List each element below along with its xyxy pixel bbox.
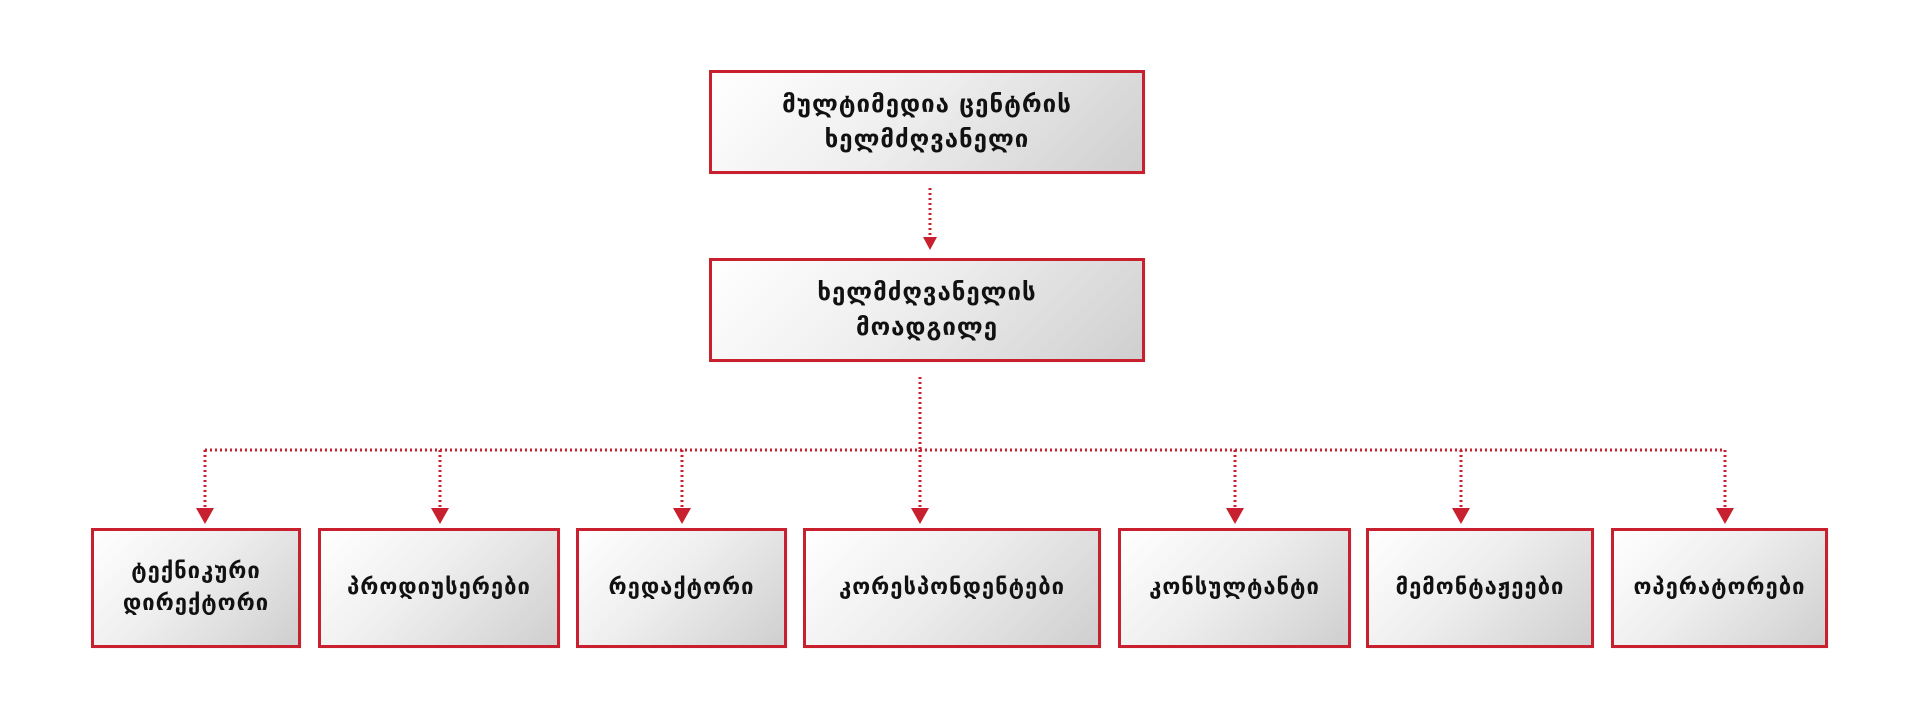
operators-box: ოპერატორები — [1611, 528, 1828, 648]
technical-director-label-line1: ტექნიკური — [131, 559, 261, 585]
consultant-label: კონსულტანტი — [1149, 575, 1320, 601]
technical-director-label-line2: დირექტორი — [122, 591, 270, 616]
editors-montage-box: მემონტაჟეები — [1366, 528, 1594, 648]
editor-label: რედაქტორი — [608, 575, 755, 601]
root-node-label-line1: მულტიმედია ცენტრის — [782, 90, 1072, 119]
deputy-node-box: ხელმძღვანელის მოადგილე — [709, 258, 1145, 362]
technical-director-box: ტექნიკური დირექტორი — [91, 528, 301, 648]
arrowhead-consultant — [1226, 508, 1244, 524]
arrowhead-producers — [431, 508, 449, 524]
correspondents-label: კორესპონდენტები — [838, 575, 1066, 601]
arrowhead-operators — [1716, 508, 1734, 524]
consultant-box: კონსულტანტი — [1118, 528, 1351, 648]
deputy-node-label-line1: ხელმძღვანელის — [817, 278, 1037, 307]
arrowhead-editors-montage — [1452, 508, 1470, 524]
producers-box: პროდიუსერები — [318, 528, 560, 648]
arrowhead-correspondents — [911, 508, 929, 524]
root-node-box: მულტიმედია ცენტრის ხელმძღვანელი — [709, 70, 1145, 174]
deputy-node-label-line2: მოადგილე — [855, 313, 999, 341]
producers-label: პროდიუსერები — [347, 575, 531, 601]
operators-label: ოპერატორები — [1633, 575, 1806, 601]
arrowhead-deputy — [923, 237, 937, 250]
arrowhead-editor — [673, 508, 691, 524]
editor-box: რედაქტორი — [576, 528, 787, 648]
correspondents-box: კორესპონდენტები — [803, 528, 1101, 648]
arrowhead-technical-director — [196, 508, 214, 524]
root-node-label-line2: ხელმძღვანელი — [824, 125, 1030, 153]
editors-montage-label: მემონტაჟეები — [1395, 575, 1565, 601]
